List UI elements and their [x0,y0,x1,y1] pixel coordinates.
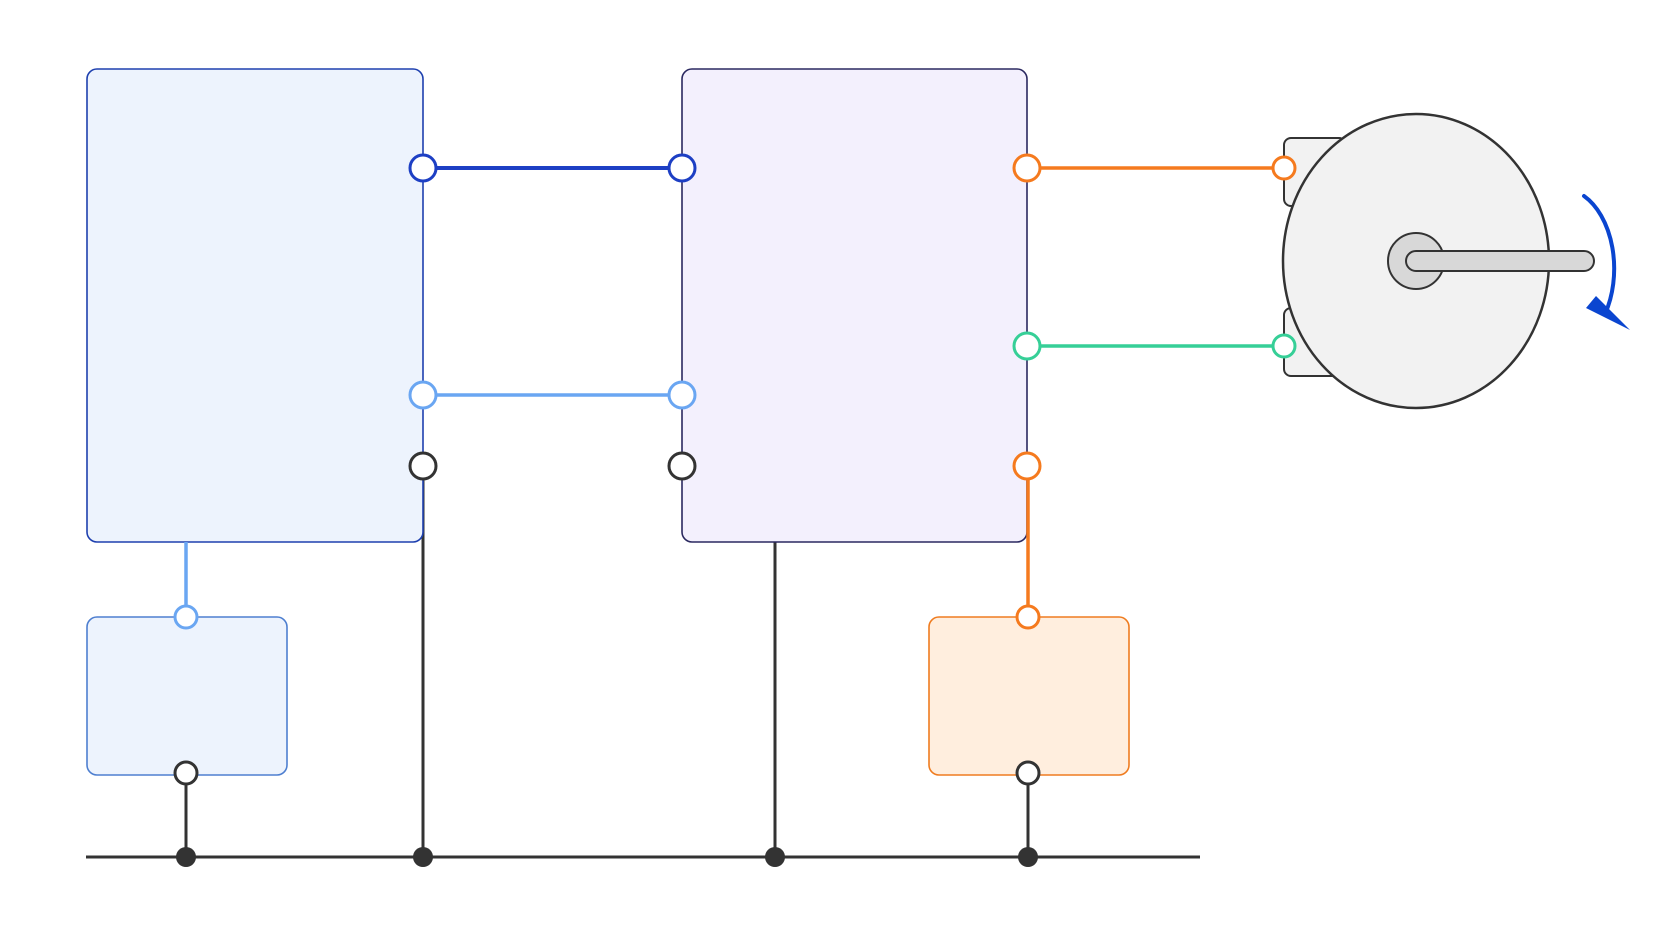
terminal-motor-green [1271,333,1297,359]
rotation-arrow-head-icon [1586,296,1630,330]
small-left-module-block [86,616,288,776]
terminal-middle-ground [667,451,697,481]
terminal-middle-dark-blue [667,153,697,183]
middle-module-block [681,68,1028,543]
small-right-module-block [928,616,1130,776]
motor-shaft [1405,250,1595,272]
ground-junction-1 [176,847,196,867]
ground-junction-4 [1018,847,1038,867]
rotation-arrow [1582,194,1617,316]
terminal-middle-orange-motor [1012,153,1042,183]
terminal-middle-orange-bottom [1012,451,1042,481]
terminal-left-light-blue [408,380,438,410]
terminal-middle-green [1012,331,1042,361]
ground-junction-3 [765,847,785,867]
terminal-small-left-ground [173,760,199,786]
ground-junction-2 [413,847,433,867]
terminal-left-dark-blue [408,153,438,183]
terminal-small-right-ground [1015,760,1041,786]
terminal-small-right-top [1015,604,1041,630]
terminal-small-left-top [173,604,199,630]
terminal-motor-orange [1271,155,1297,181]
terminal-middle-light-blue [667,380,697,410]
terminal-left-ground [408,451,438,481]
left-module-block [86,68,424,543]
